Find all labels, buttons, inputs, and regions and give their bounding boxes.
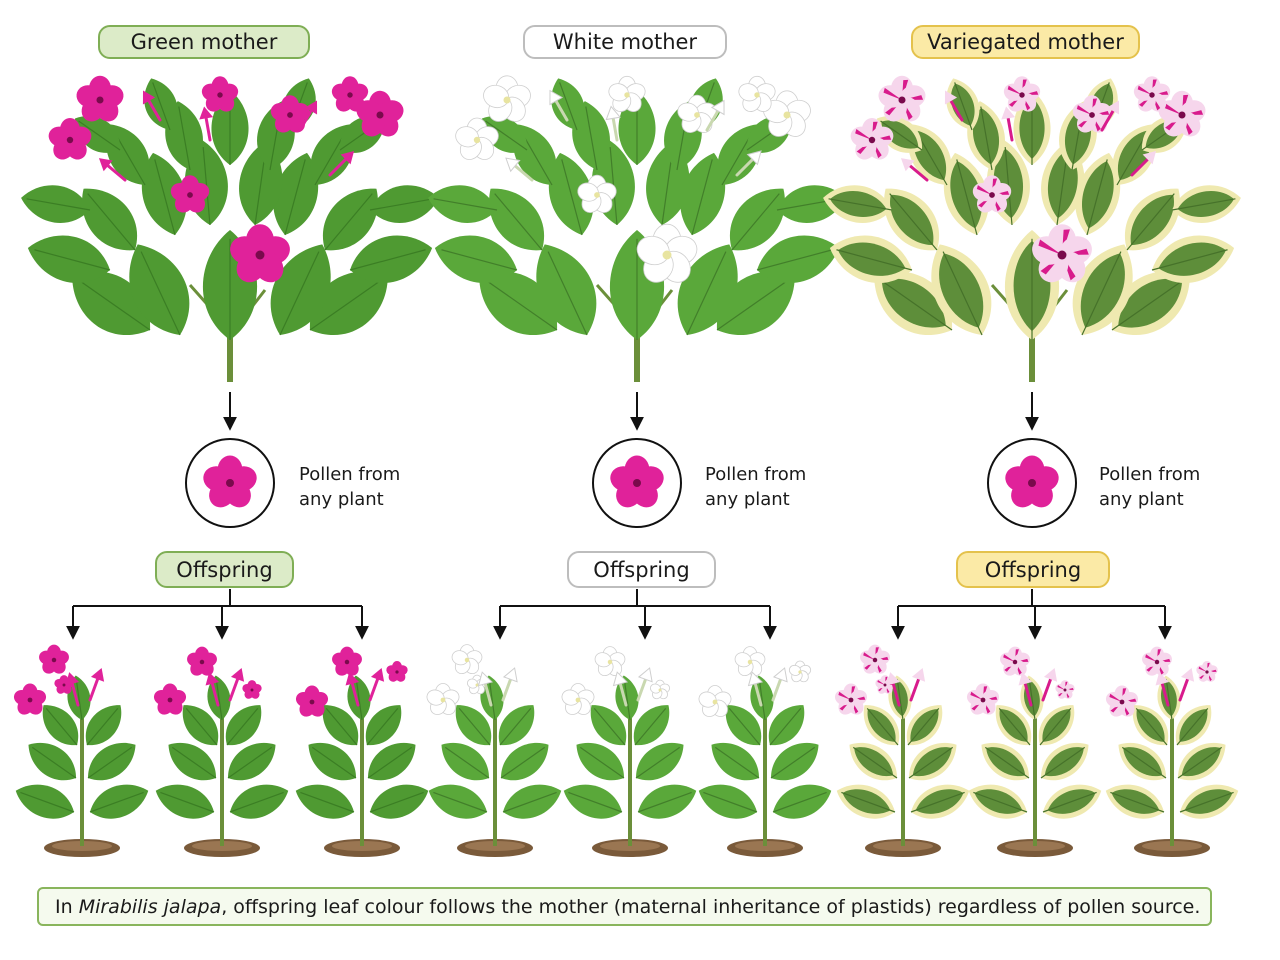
green-pollen-line2: any plant: [299, 489, 384, 510]
white-offspring-plant-0: [426, 644, 562, 857]
variegated-mother-plant-flower-2: [850, 118, 894, 160]
white-pollen-label: Pollen from any plant: [705, 462, 806, 512]
white-mother-plant-flower-3: [763, 90, 811, 137]
variegated-pollen-label: Pollen from any plant: [1099, 462, 1200, 512]
white-mother-plant-flower-0: [636, 223, 698, 283]
variegated-offspring-plant-1-flower-1: [1000, 646, 1030, 676]
white-offspring-plant-0-flower-0: [426, 683, 460, 716]
green-offspring-plant-1-flower-1: [187, 646, 217, 676]
green-pollen-flower: [203, 455, 257, 508]
white-pollen-line1: Pollen from: [705, 464, 807, 485]
green-mother-plant-flower-2: [48, 118, 92, 160]
white-pollen-flower: [610, 455, 664, 508]
green-offspring-plant-0-flower-0: [13, 683, 47, 715]
variegated-mother-plant-flower-3: [1158, 90, 1206, 137]
caption-species: Mirabilis jalapa: [78, 895, 222, 918]
white-offspring-plant-2-flower-1: [734, 646, 766, 677]
variegated-offspring-plant-1-flower-2: [1055, 680, 1075, 699]
white-mother-plant-flower-7: [677, 94, 717, 133]
white-pollen-line2: any plant: [705, 489, 790, 510]
variegated-mother-plant-flower-6: [1003, 76, 1041, 112]
white-offspring-plant-2: [698, 646, 832, 857]
variegated-mother-plant-flower-4: [972, 175, 1012, 213]
white-mother-plant-flower-1: [483, 75, 531, 122]
white-offspring-plant-2-flower-0: [698, 685, 732, 718]
green-offspring-plant-0-flower-1: [39, 644, 69, 674]
caption-text: , offspring leaf colour follows the moth…: [221, 895, 1201, 918]
green-offspring-connector: [66, 589, 369, 640]
green-offspring-label: Offspring: [155, 551, 294, 588]
white-offspring-plant-1-flower-2: [649, 679, 671, 700]
white-mother-plant-flower-4: [577, 174, 617, 213]
green-mother-label: Green mother: [98, 25, 310, 59]
variegated-mother-label: Variegated mother: [911, 25, 1140, 59]
green-mother-plant: [21, 75, 439, 382]
white-offspring-plant-1-flower-0: [561, 683, 595, 716]
green-offspring-plant-1-flower-2: [242, 680, 262, 699]
variegated-offspring-plant-2-flower-1: [1142, 646, 1172, 676]
white-offspring-plant-0-flower-1: [451, 644, 483, 675]
green-offspring-plant-1-flower-0: [153, 683, 187, 715]
white-offspring-label: Offspring: [567, 551, 716, 588]
variegated-offspring-plant-2-flower-2: [1196, 661, 1218, 682]
caption-prefix: In: [55, 895, 79, 918]
variegated-offspring-plant-2-flower-0: [1105, 685, 1139, 717]
white-mother-plant-flower-5: [738, 75, 776, 112]
white-mother-label: White mother: [523, 25, 727, 59]
variegated-offspring-plant-0-flower-0: [834, 683, 868, 715]
green-offspring-plant-2-flower-1: [332, 646, 362, 676]
white-mother-plant-flower-6: [608, 75, 646, 112]
variegated-mother-plant-flower-1: [878, 75, 926, 122]
green-offspring-plant-2-flower-0: [295, 685, 329, 717]
green-mother-plant-flower-1: [76, 75, 124, 122]
white-offspring-plant-1: [561, 646, 697, 857]
variegated-mother-plant: [823, 75, 1241, 382]
white-mother-plant: [428, 75, 846, 382]
variegated-offspring-plant-0-flower-1: [860, 644, 890, 674]
green-mother-plant-flower-0: [230, 224, 290, 283]
green-offspring-plant-0: [13, 644, 149, 857]
white-offspring-plant-1-flower-1: [594, 646, 626, 677]
variegated-mother-plant-flower-5: [1133, 76, 1171, 112]
green-mother-plant-flower-4: [170, 175, 210, 213]
variegated-offspring-plant-1: [966, 646, 1102, 857]
green-mother-plant-flower-7: [270, 95, 310, 133]
green-pollen-line1: Pollen from: [299, 464, 401, 485]
green-pollen-label: Pollen from any plant: [299, 462, 400, 512]
white-offspring-plant-2-flower-2: [788, 660, 812, 683]
variegated-mother-plant-flower-0: [1032, 224, 1092, 283]
variegated-offspring-plant-2: [1105, 646, 1239, 857]
caption-box: In Mirabilis jalapa, offspring leaf colo…: [37, 887, 1212, 926]
green-mother-plant-flower-6: [201, 76, 239, 112]
variegated-pollen-line1: Pollen from: [1099, 464, 1201, 485]
variegated-offspring-label: Offspring: [956, 551, 1110, 588]
white-offspring-plant-0-flower-2: [466, 674, 488, 695]
variegated-offspring-plant-1-flower-0: [966, 683, 1000, 715]
variegated-mother-plant-flower-7: [1072, 95, 1112, 133]
green-offspring-plant-1: [153, 646, 289, 857]
variegated-pollen-line2: any plant: [1099, 489, 1184, 510]
variegated-offspring-plant-0: [834, 644, 970, 857]
green-offspring-plant-2: [295, 646, 429, 857]
green-offspring-plant-2-flower-2: [386, 661, 408, 682]
variegated-pollen-flower: [1005, 455, 1059, 508]
white-offspring-connector: [493, 589, 777, 640]
white-mother-plant-flower-2: [455, 117, 499, 160]
green-mother-plant-flower-5: [331, 76, 369, 112]
variegated-offspring-connector: [891, 589, 1172, 640]
